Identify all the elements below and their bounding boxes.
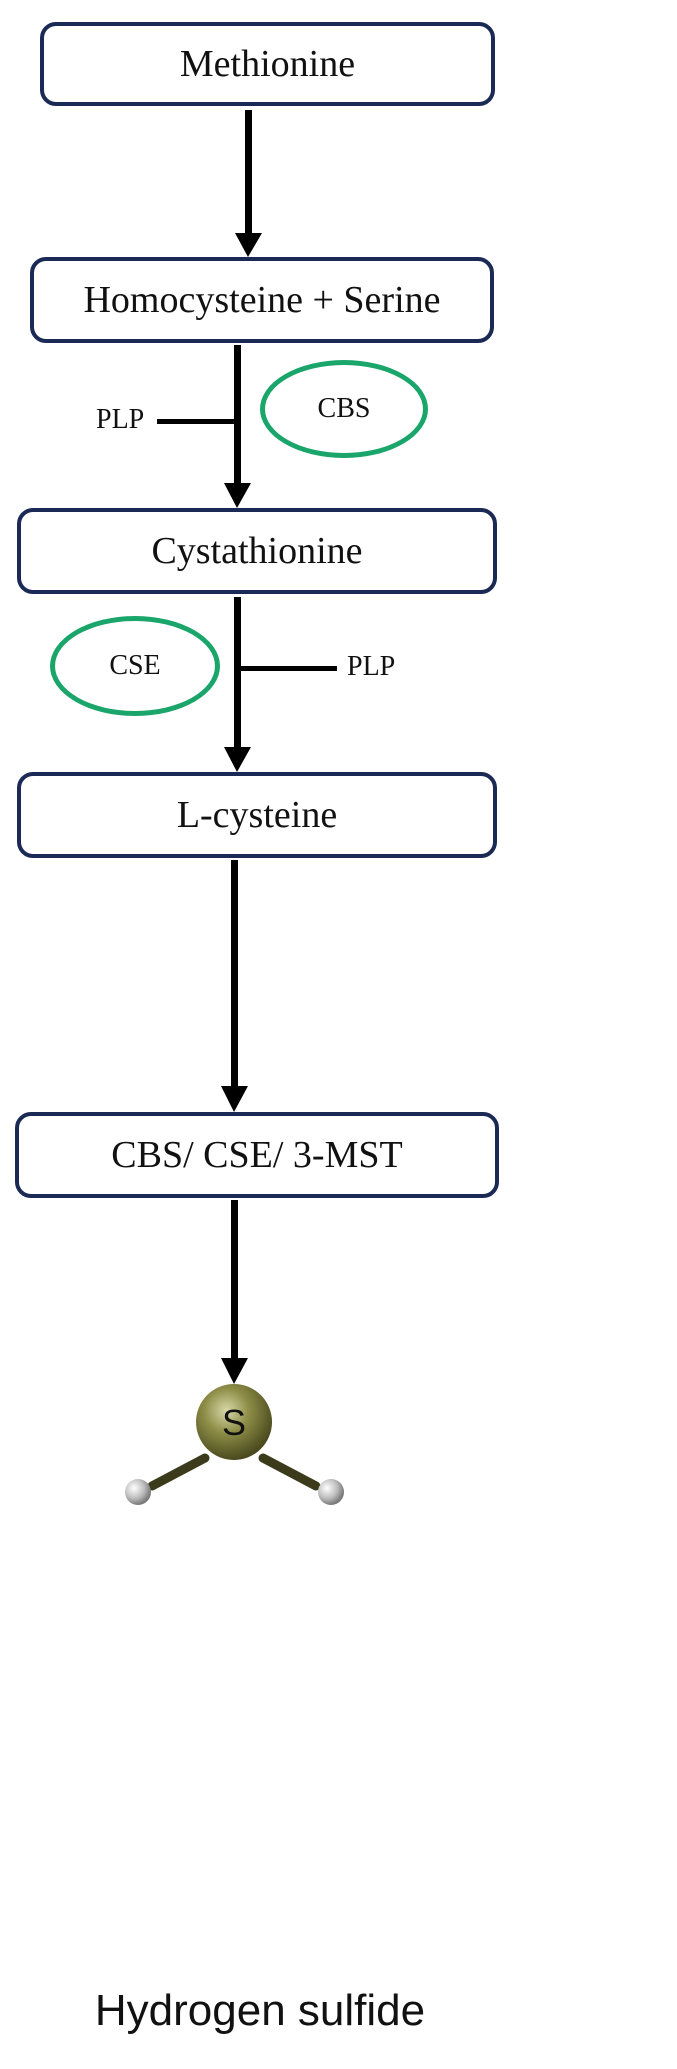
sulfur-atom-symbol: S [221,1402,246,1443]
arrow-head-4 [221,1086,248,1112]
hydrogen-sulfide-molecule [125,1384,344,1505]
bond-right [258,1453,321,1491]
cofactor-label-step2: PLP [96,404,145,435]
arrow-head-1 [235,233,262,257]
arrow-shaft-5 [231,1200,238,1360]
arrow-head-2 [224,483,251,508]
sulfur-atom [196,1384,272,1460]
node-l-cysteine: L-cysteine [17,772,497,858]
hydrogen-atom-right [318,1479,344,1505]
arrow-shaft-1 [245,110,252,235]
plp-connector-step3 [240,666,337,671]
enzyme-ellipse-step3: CSE [50,616,220,716]
enzyme-label-step2: CBS [317,393,371,424]
molecule-caption: Hydrogen sulfide [94,1986,426,2035]
arrow-shaft-3 [234,597,241,749]
plp-connector-step2 [157,419,237,424]
cofactor-label-step3: PLP [347,651,396,682]
node-homocysteine-serine: Homocysteine + Serine [30,257,494,343]
arrow-head-3 [224,747,251,772]
node-enzymes-final: CBS/ CSE/ 3-MST [15,1112,499,1198]
enzyme-label-step3: CSE [109,650,161,681]
hydrogen-atom-left [125,1479,151,1505]
arrow-shaft-4 [231,860,238,1088]
node-methionine: Methionine [40,22,495,106]
node-cystathionine: Cystathionine [17,508,497,594]
arrow-shaft-2 [234,345,241,485]
arrow-head-5 [221,1358,248,1384]
bond-left [147,1453,210,1491]
enzyme-ellipse-step2: CBS [260,360,428,458]
